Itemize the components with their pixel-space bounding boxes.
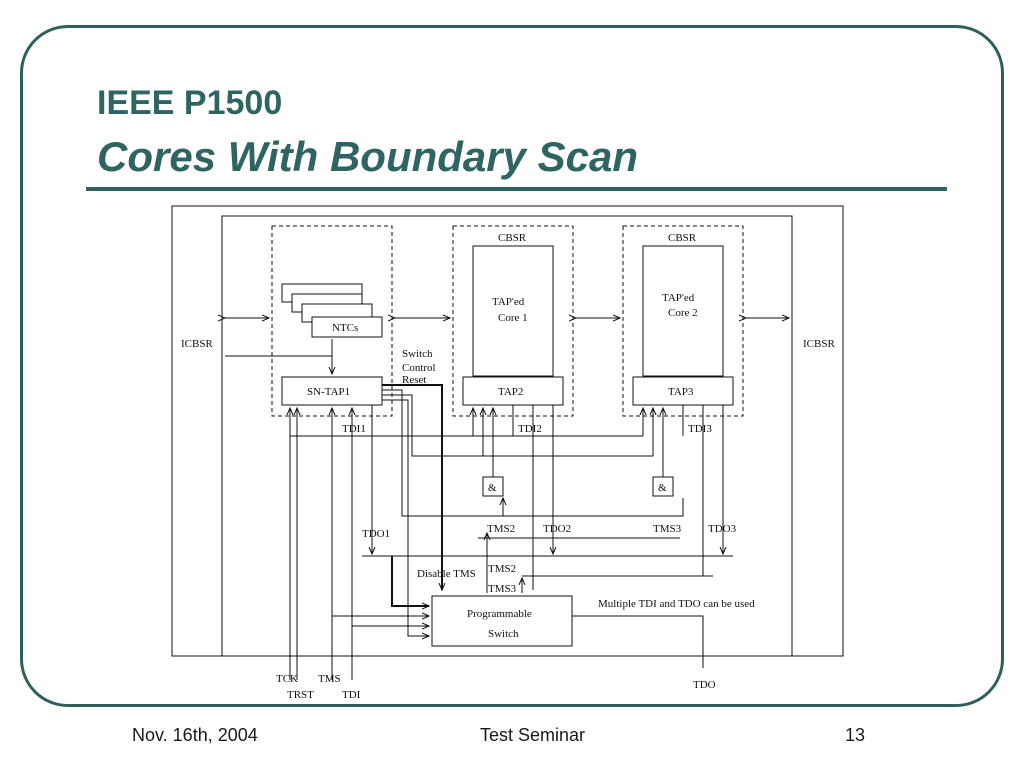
- disable-tms-line: [391, 556, 429, 606]
- icbsr-right-label: ICBSR: [803, 338, 835, 350]
- switch-label: Switch: [402, 348, 433, 360]
- icbsr-left-label: ICBSR: [181, 338, 213, 350]
- inner-boundary: [221, 215, 793, 657]
- ntc-box: [311, 316, 383, 338]
- core1-line1-label: TAP'ed: [492, 296, 525, 308]
- core2-wrapper: [622, 225, 744, 417]
- tap3-label: TAP3: [668, 386, 694, 398]
- core2-box: [642, 245, 724, 377]
- tms2-mid-label: TMS2: [488, 563, 516, 575]
- reset-label: Reset: [402, 374, 426, 386]
- title-underline: [86, 187, 947, 191]
- tdo1-label: TDO1: [362, 528, 390, 540]
- tdi2-label: TDI2: [518, 423, 542, 435]
- tdi1-label: TDI1: [342, 423, 366, 435]
- core1-box: [472, 245, 554, 377]
- programmable-switch-box: [431, 595, 573, 647]
- control-label: Control: [402, 362, 436, 374]
- footer-title: Test Seminar: [480, 725, 586, 745]
- footer-date: Nov. 16th, 2004: [132, 725, 258, 745]
- tms2-top-label: TMS2: [487, 523, 515, 535]
- tdi-pin-label: TDI: [342, 689, 361, 701]
- core1-line2-label: Core 1: [498, 312, 528, 324]
- switch-control-line: [503, 498, 684, 517]
- cbsr1-label: CBSR: [498, 232, 527, 244]
- and-gate-2-label: &: [658, 482, 667, 494]
- tap2-label: TAP2: [498, 386, 523, 398]
- ntcs-label: NTCs: [332, 322, 358, 334]
- reset-line: [382, 384, 442, 590]
- multi-tdi-tdo-note: Multiple TDI and TDO can be used: [598, 598, 755, 610]
- prog-switch-line1-label: Programmable: [467, 608, 532, 620]
- tdo-pin-label: TDO: [693, 679, 716, 691]
- sn-tap1-wrapper: [271, 225, 393, 417]
- tms3-top-label: TMS3: [653, 523, 682, 535]
- core1-wrapper: [452, 225, 574, 417]
- disable-tms-label: Disable TMS: [417, 568, 476, 580]
- prog-switch-line2-label: Switch: [488, 628, 519, 640]
- slide-title: IEEE P1500: [97, 84, 283, 122]
- trst-pin-label: TRST: [287, 689, 314, 701]
- switch-control-line: [382, 399, 429, 636]
- slide-frame: [20, 25, 1004, 707]
- core2-line1-label: TAP'ed: [662, 292, 695, 304]
- slide-subtitle: Cores With Boundary Scan: [97, 133, 639, 180]
- tms3-mid-label: TMS3: [488, 583, 517, 595]
- sn-tap1-label: SN-TAP1: [307, 386, 350, 398]
- sn-tap1-box: [281, 376, 383, 406]
- tms-pin-label: TMS: [318, 673, 341, 685]
- tap3-box: [632, 376, 734, 406]
- tdi3-label: TDI3: [688, 423, 712, 435]
- cbsr2-label: CBSR: [668, 232, 697, 244]
- tdo2-label: TDO2: [543, 523, 571, 535]
- tap2-box: [462, 376, 564, 406]
- switch-control-line: [382, 389, 503, 517]
- and-gate-1-label: &: [488, 482, 497, 494]
- core2-line2-label: Core 2: [668, 307, 698, 319]
- page-number: 13: [845, 725, 866, 745]
- tdo3-label: TDO3: [708, 523, 737, 535]
- tck-pin-label: TCK: [276, 673, 298, 685]
- tdo-output-line: [572, 615, 704, 668]
